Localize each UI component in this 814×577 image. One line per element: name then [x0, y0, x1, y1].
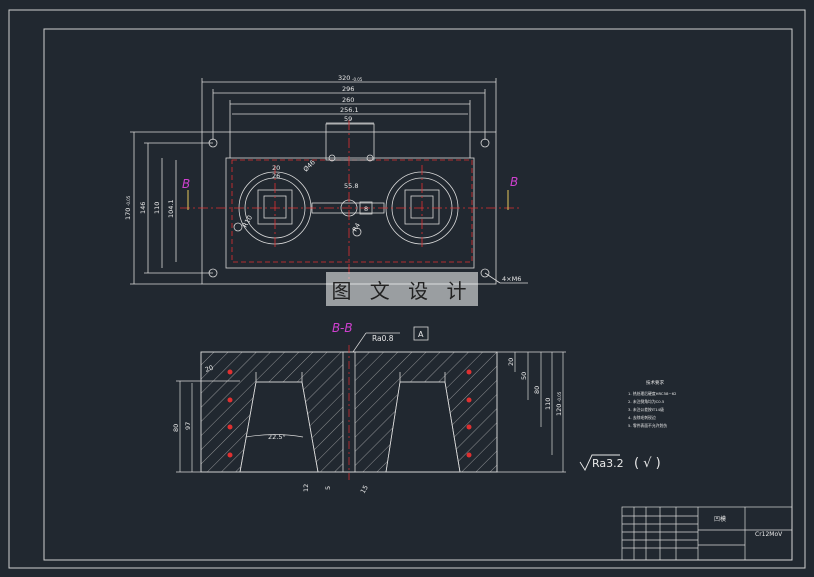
svg-text:2. 未注倒角均为C0.5: 2. 未注倒角均为C0.5: [628, 399, 665, 404]
svg-text:20: 20: [507, 358, 515, 366]
svg-text:-0.05: -0.05: [352, 77, 363, 82]
title-block-material: Cr12MoV: [755, 531, 783, 538]
svg-text:4. 去除毛刺锐边: 4. 去除毛刺锐边: [628, 415, 656, 420]
roughness-symbol: [579, 454, 620, 471]
notes-list: 1. 热处理后硬度HRC58~62 2. 未注倒角均为C0.5 3. 未注公差按…: [628, 391, 677, 428]
svg-text:50: 50: [520, 372, 528, 380]
plan-dimensions-vertical: 170 -0.05 146 110 104.1: [124, 195, 175, 220]
svg-text:20: 20: [272, 164, 280, 172]
svg-text:5: 5: [324, 486, 332, 490]
section-label: B-B: [332, 321, 353, 335]
svg-text:170: 170: [124, 208, 132, 220]
svg-text:110: 110: [153, 202, 161, 214]
roughness-general-suffix: ( √ ): [634, 456, 661, 471]
svg-text:-0.05: -0.05: [557, 391, 562, 402]
svg-text:R4: R4: [351, 222, 362, 233]
section-arrows: [187, 190, 509, 210]
svg-text:22.5°: 22.5°: [268, 433, 286, 441]
svg-text:8: 8: [364, 205, 368, 213]
svg-text:59: 59: [344, 115, 352, 123]
svg-text:-0.05: -0.05: [126, 195, 131, 206]
datum-label: A: [418, 330, 424, 339]
notes-title: 技术要求: [646, 379, 664, 386]
svg-text:110: 110: [544, 398, 552, 410]
inner-border: [43, 28, 793, 561]
svg-text:Ø46: Ø46: [302, 158, 317, 173]
svg-text:320: 320: [338, 74, 350, 82]
section-dimensions: 20 80 97 22.5° 12 5 15 20 50 80 110 120 …: [172, 358, 563, 495]
svg-text:80: 80: [172, 424, 180, 432]
svg-text:20: 20: [204, 364, 215, 374]
section-holes: [227, 369, 472, 458]
outer-border: [8, 9, 806, 569]
title-block-name: 凹模: [714, 515, 726, 523]
centerlines: [180, 120, 520, 290]
title-block: [621, 506, 793, 561]
svg-text:120: 120: [555, 404, 563, 416]
svg-text:55.8: 55.8: [344, 182, 358, 190]
section-marker-left: B: [182, 177, 190, 191]
svg-text:97: 97: [184, 422, 192, 430]
datum-box: [413, 326, 429, 341]
svg-text:5. 零件表面不允许划伤: 5. 零件表面不允许划伤: [628, 423, 667, 428]
watermark: 图 文 设 计: [326, 272, 478, 306]
svg-text:R10: R10: [241, 214, 254, 229]
svg-text:26: 26: [272, 172, 280, 180]
svg-text:104.1: 104.1: [167, 199, 175, 218]
section-marker-right: B: [510, 175, 518, 189]
svg-text:12: 12: [302, 484, 310, 492]
svg-text:296: 296: [342, 85, 354, 93]
plan-dimensions: 320 -0.05 296 260 256.1 59 20 26 Ø46 55.…: [241, 74, 522, 283]
svg-text:1. 热处理后硬度HRC58~62: 1. 热处理后硬度HRC58~62: [628, 391, 677, 396]
svg-text:4×M6: 4×M6: [502, 275, 521, 283]
svg-text:15: 15: [359, 484, 370, 495]
svg-text:260: 260: [342, 96, 354, 104]
svg-text:146: 146: [139, 202, 147, 214]
svg-text:256.1: 256.1: [340, 106, 359, 114]
roughness-top: Ra0.8: [372, 334, 394, 343]
watermark-text: 图 文 设 计: [331, 278, 473, 303]
svg-text:80: 80: [533, 386, 541, 394]
roughness-general: Ra3.2: [592, 457, 624, 470]
svg-text:3. 未注公差按IT14级: 3. 未注公差按IT14级: [628, 407, 664, 412]
section-dim-lines: [176, 332, 566, 473]
